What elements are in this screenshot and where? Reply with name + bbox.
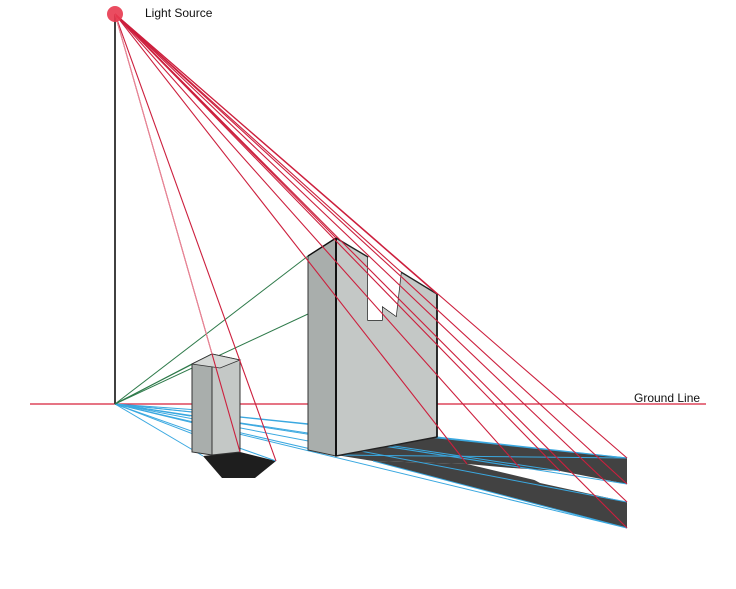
light-source-dot: [107, 6, 123, 22]
light-source-label: Light Source: [145, 6, 213, 20]
big-wall: [307, 236, 438, 457]
small-box-shadow: [203, 452, 276, 478]
small-box-front: [191, 353, 213, 456]
big-wall-front: [307, 237, 337, 457]
ground-line-label: Ground Line: [634, 391, 701, 405]
faint-light-ray: [114, 13, 213, 355]
light-rays: [114, 13, 628, 529]
big-wall-shadow-gap: [512, 468, 627, 502]
big-wall-notch: [368, 257, 401, 320]
